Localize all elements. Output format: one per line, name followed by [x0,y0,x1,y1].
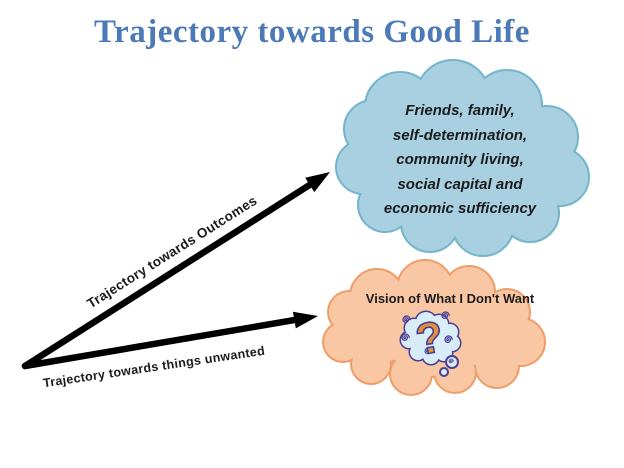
arrow-lines [21,180,315,370]
cloud-text-line: Friends, family, [405,102,515,119]
thought-trail-bubbles [439,355,459,377]
question-mark-glyph: ? [412,312,447,365]
cloud-text-line: social capital and [397,175,523,193]
outcomes-cloud-icon [335,59,590,257]
arrow-heads [292,172,330,329]
cloud-text-line: self-determination, [392,126,528,144]
lower-arrow-line [21,316,300,370]
outcomes-cloud-text: Friends, family, self-determination, com… [338,99,582,222]
upper-arrowhead-icon [305,172,330,193]
page-title: Trajectory towards Good Life [94,14,530,50]
lower-arrowhead-icon [292,311,318,329]
cloud-text-line: community living, [396,151,524,168]
unwanted-cloud-icon [322,259,546,396]
upper-arrow-line [21,180,315,370]
unwanted-cloud-label: Vision of What I Don't Want [365,291,535,306]
cloud-text-line: economic sufficiency [383,200,537,217]
question-mark-icon: ? [399,310,462,377]
